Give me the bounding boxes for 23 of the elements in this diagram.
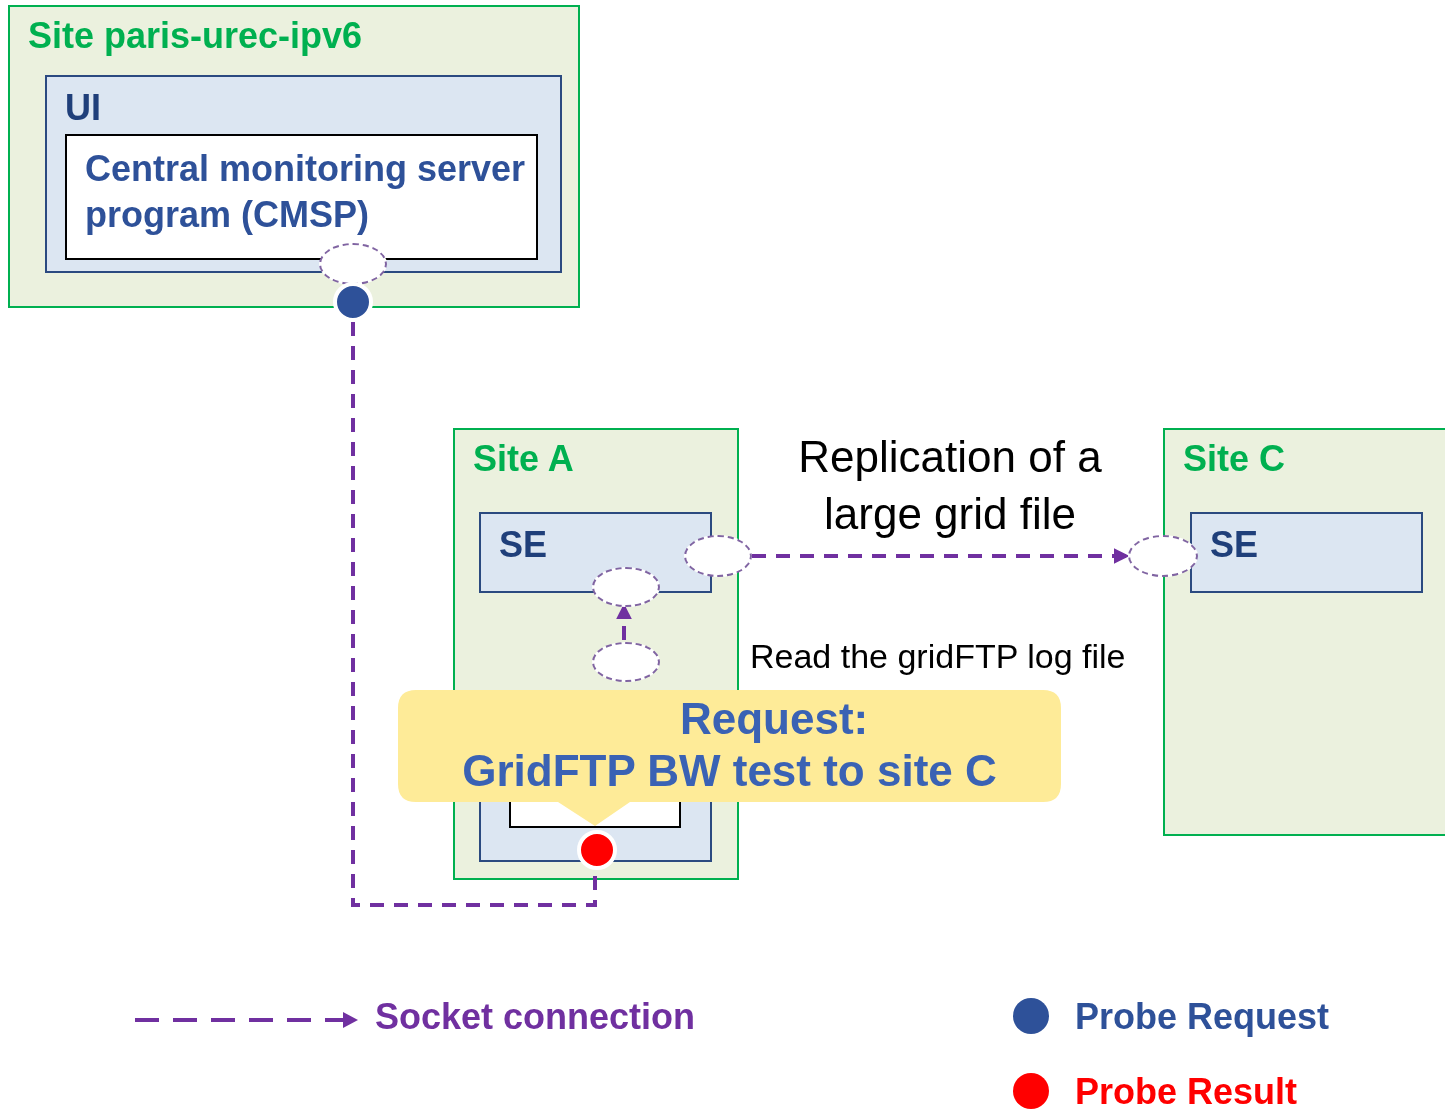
edge-label: Replication of a large grid file xyxy=(797,431,1103,541)
site-container xyxy=(8,5,580,308)
request-tooltip xyxy=(398,690,1061,826)
legend-label: Socket connection xyxy=(375,996,696,1038)
site-heading: Site paris-urec-ipv6 xyxy=(28,15,363,57)
component-heading: SE xyxy=(1210,524,1259,566)
site-container xyxy=(1163,428,1445,836)
port-ellipse xyxy=(592,567,660,607)
connector-arrow xyxy=(752,548,1130,564)
legend-label: Probe Result xyxy=(1075,1071,1298,1110)
legend-label: Probe Request xyxy=(1075,996,1330,1038)
component-heading: UI xyxy=(65,87,101,129)
program-box xyxy=(65,134,538,260)
site-heading: Site A xyxy=(473,438,574,480)
component-heading: SE xyxy=(499,524,548,566)
callout-text: Request: xyxy=(680,694,869,744)
component-box xyxy=(1190,512,1423,593)
edge-label: Read the gridFTP log file xyxy=(750,636,1127,677)
component-box xyxy=(45,75,562,273)
port-ellipse xyxy=(592,642,660,682)
site-heading: Site C xyxy=(1183,438,1286,480)
program-label: Central monitoring server program (CMSP) xyxy=(85,147,527,237)
callout-text: GridFTP BW test to site C xyxy=(461,746,998,796)
